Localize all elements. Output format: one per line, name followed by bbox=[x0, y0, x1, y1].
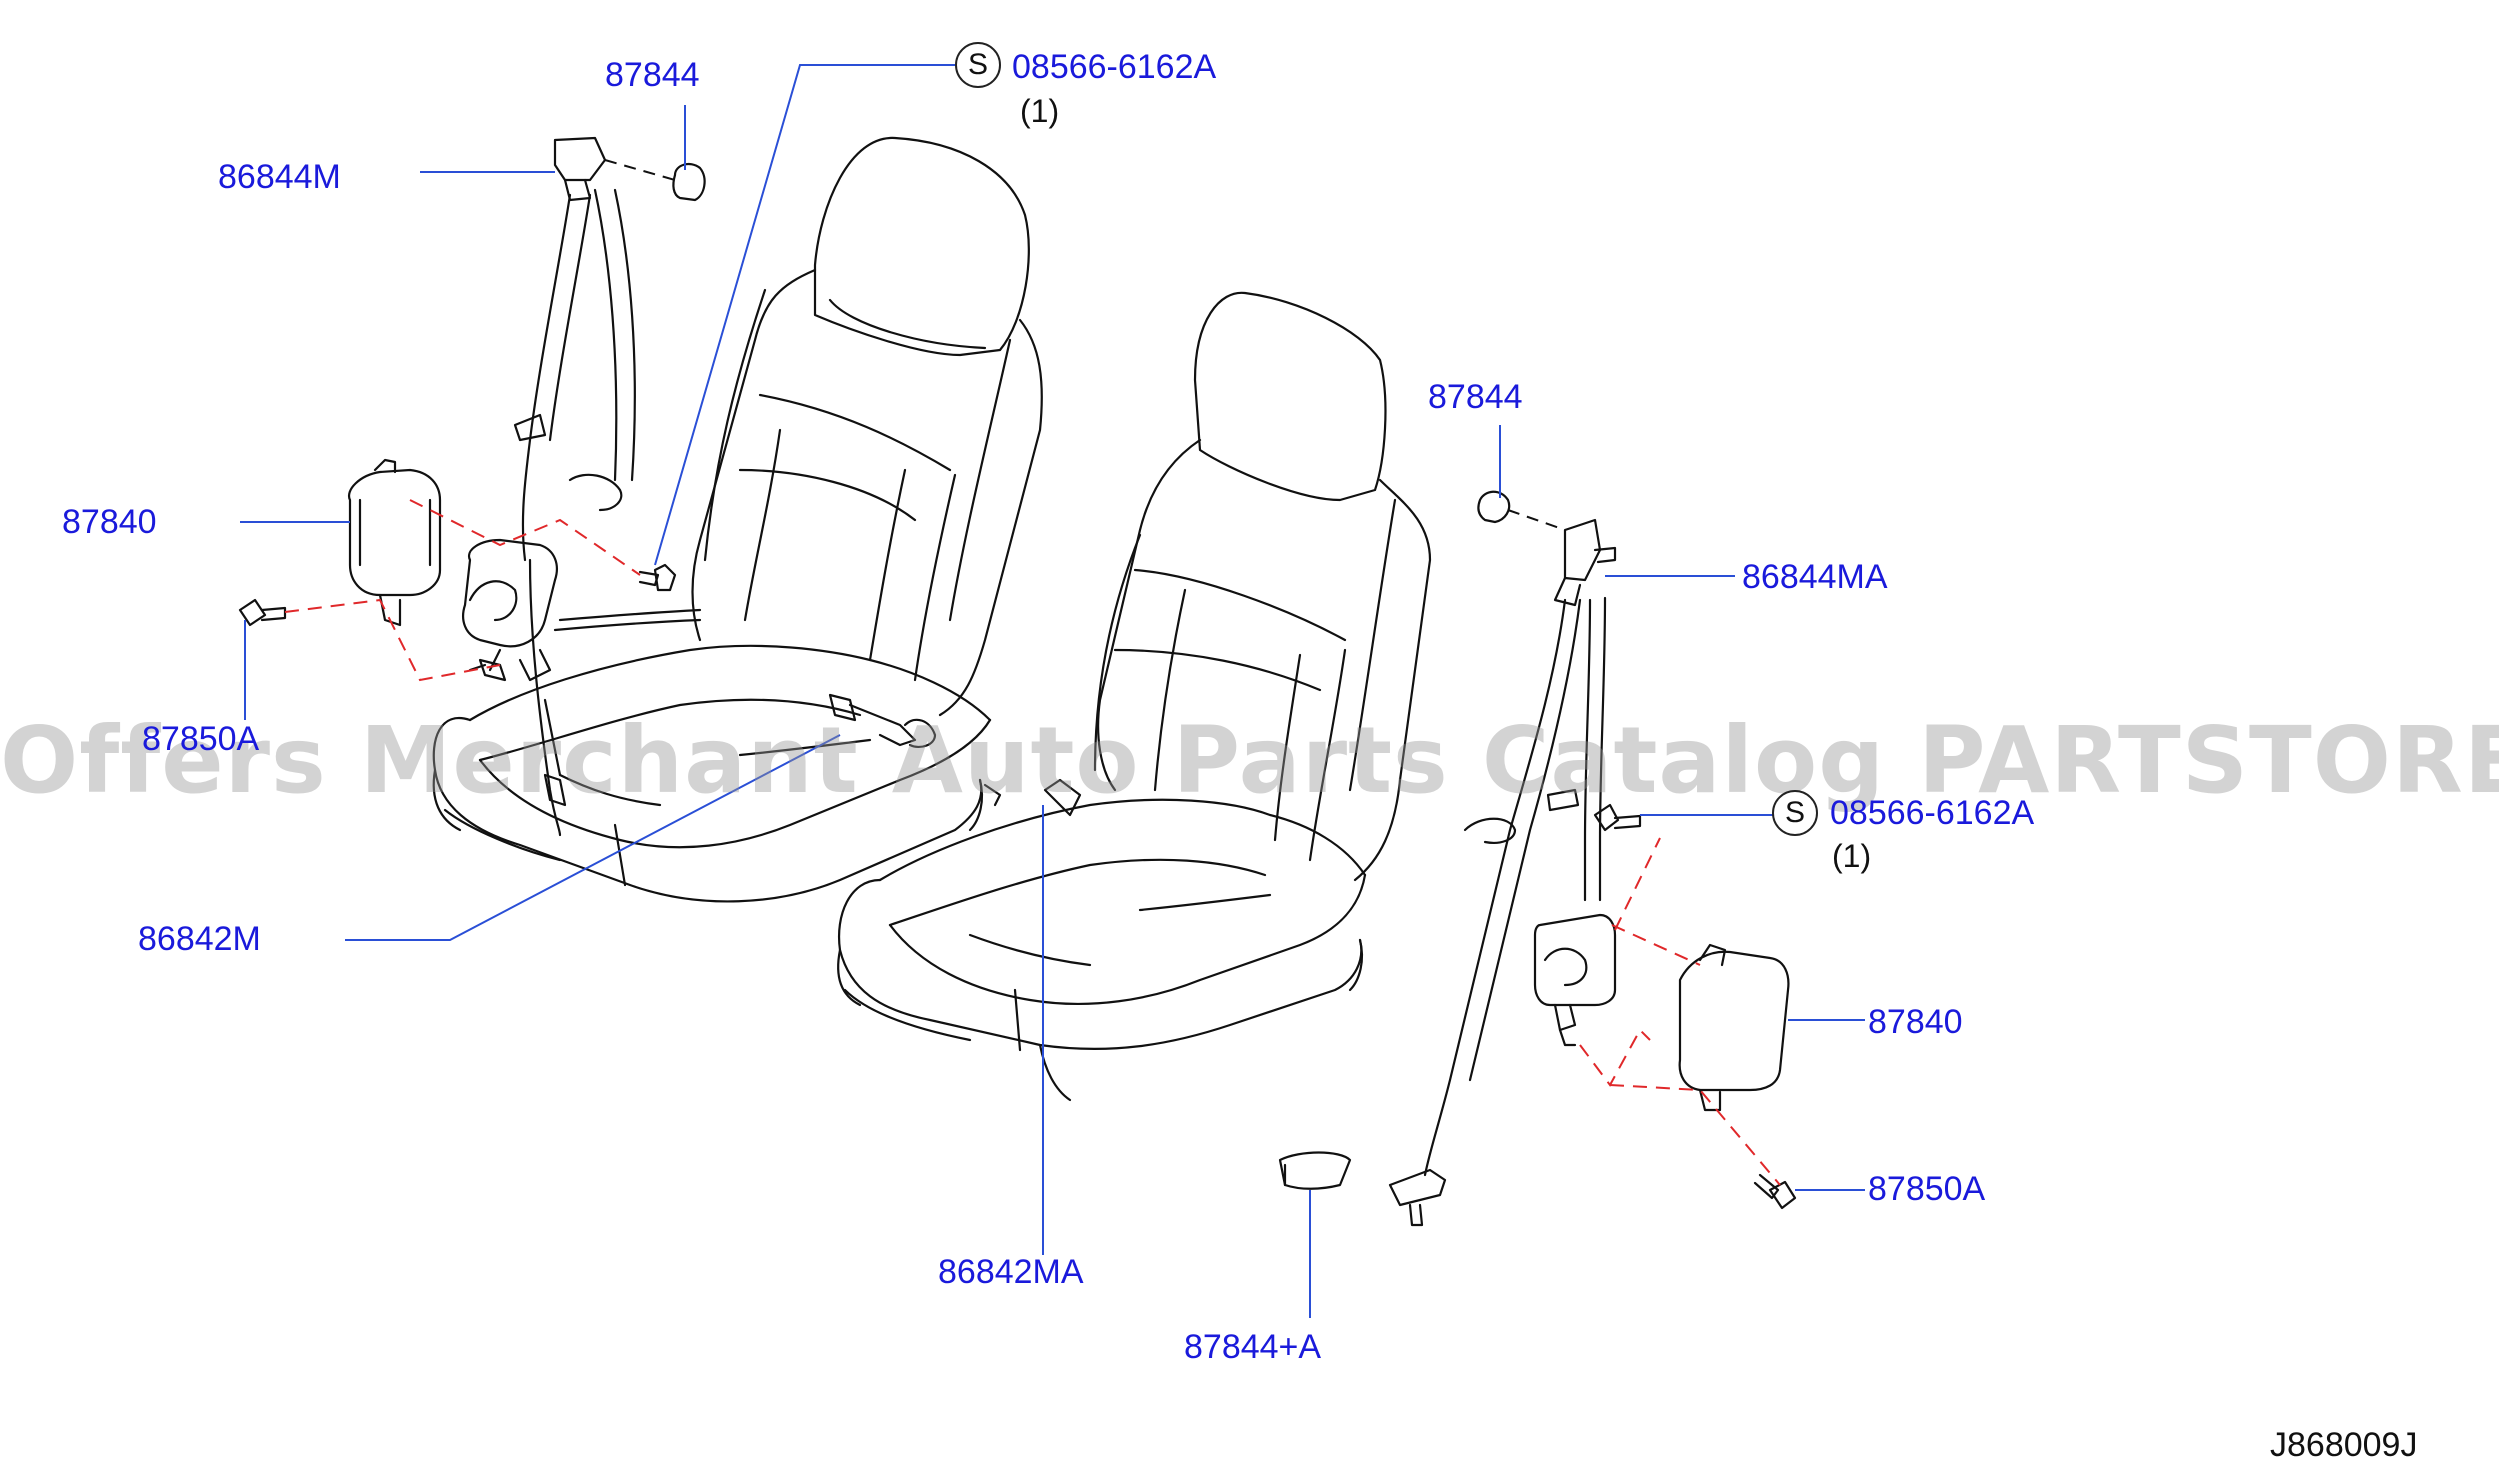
callout-87850A-left[interactable]: 87850A bbox=[142, 720, 260, 758]
callout-87840-right[interactable]: 87840 bbox=[1868, 1003, 1963, 1041]
right-seat-drawing bbox=[837, 291, 1432, 1102]
callout-87840-left[interactable]: 87840 bbox=[62, 503, 157, 541]
left-seat-drawing bbox=[432, 136, 1043, 903]
callout-08566-6162A-top[interactable]: 08566-6162A bbox=[1012, 48, 1217, 86]
callout-86844MA[interactable]: 86844MA bbox=[1742, 558, 1888, 596]
callout-86842MA[interactable]: 86842MA bbox=[938, 1253, 1084, 1291]
callout-87844-right[interactable]: 87844 bbox=[1428, 378, 1523, 416]
right-belt-assembly bbox=[1278, 490, 1797, 1227]
callout-87844-left[interactable]: 87844 bbox=[605, 56, 700, 94]
watermark-text: Offers Merchant Auto Parts Catalog PARTS… bbox=[0, 707, 2499, 814]
callout-87850A-right[interactable]: 87850A bbox=[1868, 1170, 1986, 1208]
callout-08566-6162A-right[interactable]: 08566-6162A bbox=[1830, 794, 2035, 832]
standard-part-symbol-right: S bbox=[1772, 790, 1818, 836]
callout-86842M[interactable]: 86842M bbox=[138, 920, 261, 958]
dashed-black-lines bbox=[604, 159, 1566, 531]
quantity-top: (1) bbox=[1020, 93, 1060, 129]
standard-part-symbol-top: S bbox=[955, 42, 1001, 88]
callout-87844-plus-A[interactable]: 87844+A bbox=[1184, 1328, 1322, 1366]
leader-lines bbox=[240, 64, 1865, 1318]
callout-86844M[interactable]: 86844M bbox=[218, 158, 341, 196]
quantity-right: (1) bbox=[1832, 838, 1872, 874]
dashed-assembly-lines bbox=[284, 499, 1781, 1186]
left-belt-assembly bbox=[238, 136, 706, 837]
drawing-code: J868009J bbox=[2270, 1426, 2418, 1464]
